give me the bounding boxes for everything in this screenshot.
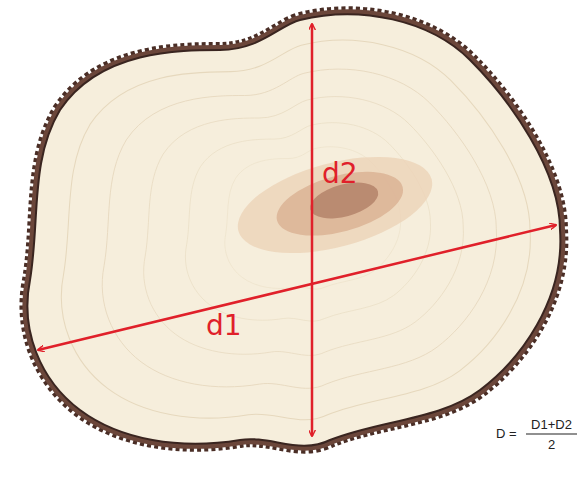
fraction-bar: [526, 433, 577, 434]
d2-arrow: [311, 24, 314, 436]
dimension-label: d2: [322, 160, 358, 188]
wood: [27, 14, 560, 445]
heartwood: [228, 139, 443, 272]
growth-rings: [61, 40, 530, 420]
bark: [27, 14, 560, 445]
bark: [27, 14, 560, 445]
formula-text: D =: [496, 427, 517, 440]
d1-arrow: [38, 225, 556, 350]
dimension-label: d1: [206, 312, 242, 340]
formula-text: 2: [548, 438, 555, 451]
formula-text: D1+D2: [531, 418, 572, 431]
